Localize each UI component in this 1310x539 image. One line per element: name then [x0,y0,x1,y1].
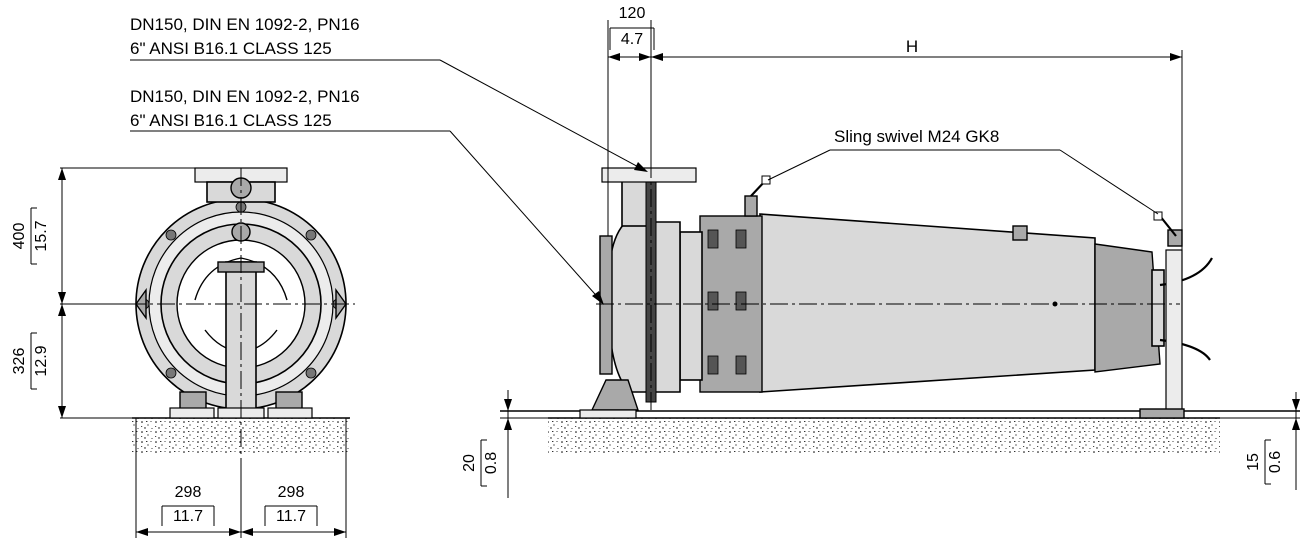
callout-discharge-line2: 6" ANSI B16.1 CLASS 125 [130,39,332,58]
dim-base-front-inch: 0.8 [483,452,500,474]
callout-discharge: DN150, DIN EN 1092-2, PN16 6" ANSI B16.1… [130,15,648,172]
callout-suction-line2: 6" ANSI B16.1 CLASS 125 [130,111,332,130]
side-foundation [548,418,1220,454]
side-view [500,160,1300,454]
dim-height-upper-mm: 400 [11,223,28,250]
callout-suction: DN150, DIN EN 1092-2, PN16 6" ANSI B16.1… [130,87,604,305]
callout-sling: Sling swivel M24 GK8 [767,127,1159,215]
dim-width-left-mm: 298 [175,484,202,501]
front-view: 400 15.7 326 12.9 298 11.7 298 11.7 [11,167,355,538]
rear-stand [1165,249,1183,411]
dim-base-front-mm: 20 [461,454,478,472]
dim-width-right-mm: 298 [278,484,305,501]
callout-suction-line1: DN150, DIN EN 1092-2, PN16 [130,87,360,106]
sling-swivel-rear [1153,211,1183,247]
rear-cover [1094,243,1161,373]
dim-height-lower-mm: 326 [11,348,28,375]
pump-volute [607,221,681,393]
dim-length-label: H [906,37,918,56]
dim-base-rear-mm: 15 [1245,453,1262,471]
callout-sling-label: Sling swivel M24 GK8 [834,127,999,146]
motor-housing [759,213,1096,393]
dim-base-rear-inch: 0.6 [1267,451,1284,473]
side-discharge-flange [601,167,697,183]
dim-height-lower-inch: 12.9 [33,345,50,376]
dim-height-upper-inch: 15.7 [33,220,50,251]
dim-width-right-inch: 11.7 [276,508,306,525]
dim-flange-offset-inch: 4.7 [621,31,643,48]
dim-width-left-inch: 11.7 [173,508,203,525]
side-dimensions: 120 4.7 H 20 0.8 15 0.6 [461,5,1300,498]
callout-discharge-line1: DN150, DIN EN 1092-2, PN16 [130,15,360,34]
dim-flange-offset-mm: 120 [619,5,646,22]
sling-swivel-front [744,175,771,217]
